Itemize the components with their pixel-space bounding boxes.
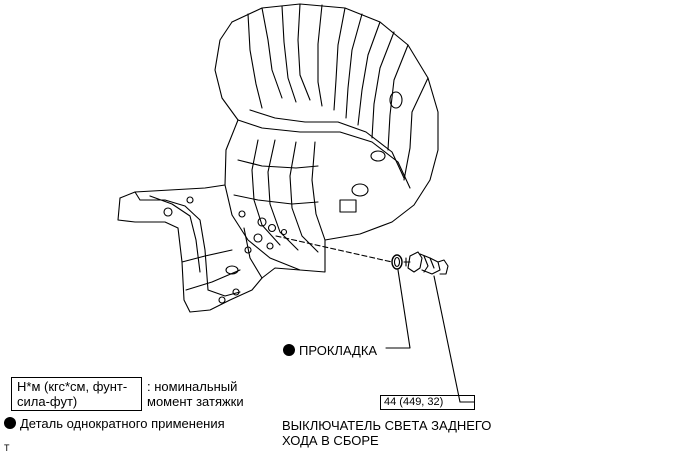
- torque-unit-description-line2: момент затяжки: [147, 394, 244, 409]
- non-reusable-part-icon: [283, 344, 295, 356]
- torque-unit-description-line1: : номинальный: [147, 379, 238, 394]
- torque-unit-line1: Н*м (кгс*см, фунт-: [17, 379, 128, 394]
- gasket-label: ПРОКЛАДКА: [299, 343, 378, 358]
- back-up-light-switch: [403, 251, 449, 275]
- gasket-leader-line: [385, 269, 411, 349]
- torque-unit-line2: сила-фут): [17, 394, 78, 409]
- torque-unit-legend-box: Н*м (кгс*см, фунт- сила-фут): [11, 377, 142, 411]
- gasket-o-ring: [391, 254, 403, 270]
- corner-mark: T: [4, 443, 10, 453]
- installation-leader-line: [275, 235, 393, 263]
- non-reusable-legend: Деталь однократного применения: [4, 416, 225, 431]
- torque-spec-box: 44 (449, 32): [380, 395, 475, 410]
- non-reusable-legend-text: Деталь однократного применения: [20, 416, 225, 431]
- switch-label-line1: ВЫКЛЮЧАТЕЛЬ СВЕТА ЗАДНЕГО: [282, 418, 492, 433]
- transmission-housing: [117, 3, 439, 313]
- switch-label-line2: ХОДА В СБОРЕ: [282, 433, 379, 448]
- gasket-callout: ПРОКЛАДКА: [283, 343, 377, 358]
- switch-leader-line: [433, 275, 475, 403]
- non-reusable-part-icon: [4, 417, 16, 429]
